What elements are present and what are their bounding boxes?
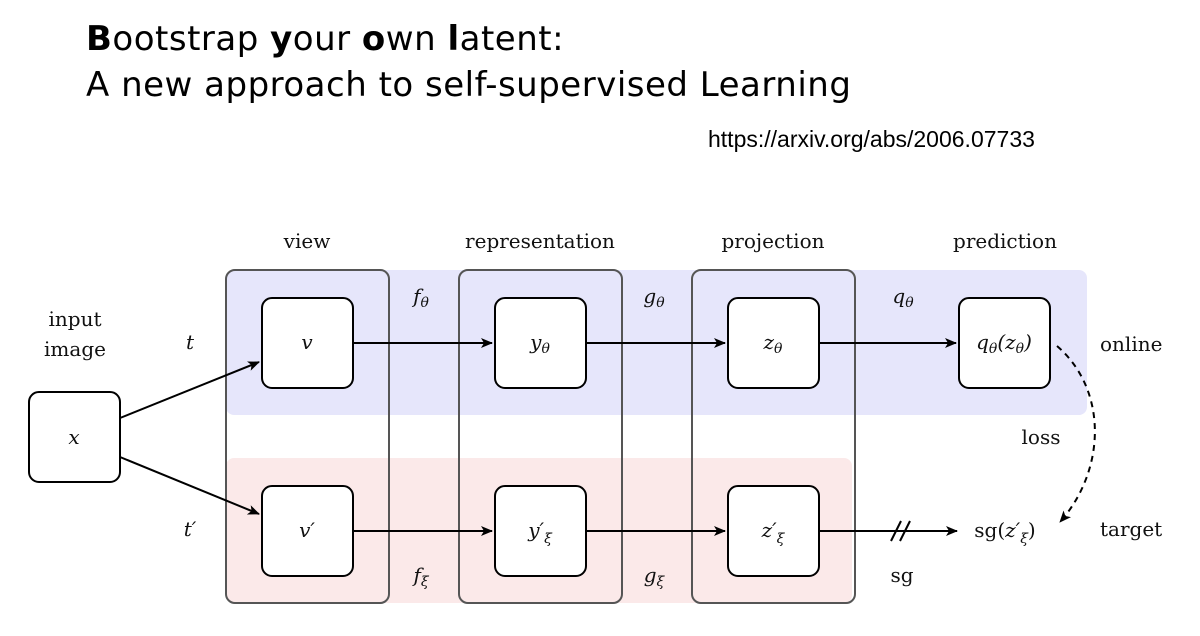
sg-label: sg [890, 563, 913, 587]
arrow-x-to-v [119, 361, 260, 419]
node-z-xi: z′ξ [761, 518, 786, 547]
transform-t: t [186, 330, 195, 354]
stage-header-projection: projection [722, 229, 825, 253]
input-node-box [28, 391, 121, 483]
node-prediction-box [958, 297, 1051, 389]
edge-g-xi: gξ [644, 563, 666, 590]
node-y-xi: y′ξ [527, 518, 553, 547]
node-v-prime: v′ [299, 518, 315, 542]
loss-label: loss [1022, 425, 1061, 449]
slide-title: Bootstrap your own latent: A new approac… [86, 16, 851, 108]
stage-box-view [225, 269, 390, 604]
input-label-line-1: input [49, 307, 102, 331]
node-prediction: qθ(zθ) [976, 330, 1032, 357]
arrow-x-to-v-prime [119, 456, 260, 515]
paper-url: https://arxiv.org/abs/2006.07733 [708, 126, 1035, 152]
target-label: target [1100, 517, 1162, 541]
node-z-theta: zθ [763, 330, 784, 357]
stage-box-projection [691, 269, 856, 604]
stop-gradient-mark-1 [890, 520, 902, 542]
input-node-x: x [68, 425, 79, 449]
stage-header-prediction: prediction [953, 229, 1057, 253]
transform-t-prime: t′ [184, 517, 197, 541]
online-label: online [1100, 332, 1162, 356]
title-line-1: Bootstrap your own latent: [86, 19, 565, 59]
stage-box-representation [458, 269, 623, 604]
title-line-2: A new approach to self-supervised Learni… [86, 65, 852, 105]
stop-gradient-mark-2 [899, 520, 911, 542]
loss-dashed-arrow [1056, 345, 1096, 523]
target-output: sg(z′ξ) [974, 518, 1035, 547]
edge-q-theta: qθ [892, 284, 914, 311]
node-v: v [301, 330, 313, 354]
node-y-theta: yθ [529, 330, 550, 357]
stage-header-view: view [283, 229, 331, 253]
edge-g-theta: gθ [643, 284, 665, 311]
stage-header-representation: representation [465, 229, 615, 253]
input-label-line-2: image [44, 337, 106, 361]
